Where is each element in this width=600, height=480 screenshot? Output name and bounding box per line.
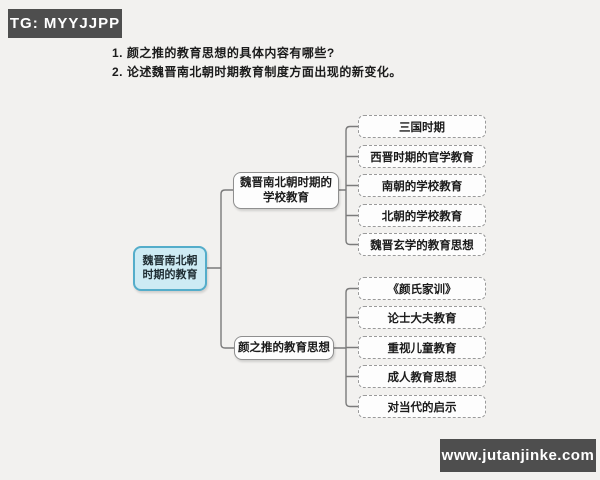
branch-node-school-education: 魏晋南北朝时期的 学校教育 [233, 172, 339, 209]
school-children-connector [338, 125, 359, 246]
website-watermark-badge: www.jutanjinke.com [440, 439, 596, 472]
branch-yan-label: 颜之推的教育思想 [238, 341, 330, 354]
branch-school-line1: 魏晋南北朝时期的 [240, 177, 332, 190]
leaf-node-weijin-xuanxue: 魏晋玄学的教育思想 [358, 233, 486, 256]
leaf-node-modern-inspiration: 对当代的启示 [358, 395, 486, 418]
root-node-line2: 时期的教育 [142, 268, 198, 281]
leaf-node-western-jin: 西晋时期的官学教育 [358, 145, 486, 168]
leaf-node-yanshi-jiaxun: 《颜氏家训》 [358, 277, 486, 300]
leaf-node-scholar-official-education: 论士大夫教育 [358, 306, 486, 329]
root-node: 魏晋南北朝 时期的教育 [133, 246, 207, 291]
question-item-2: 2. 论述魏晋南北朝时期教育制度方面出现的新变化。 [112, 65, 402, 79]
leaf-node-southern-dynasty: 南朝的学校教育 [358, 174, 486, 197]
leaf-node-northern-dynasty: 北朝的学校教育 [358, 204, 486, 227]
website-watermark-text: www.jutanjinke.com [441, 447, 595, 464]
yan-children-connector [333, 287, 359, 408]
telegram-watermark-text: TG: MYYJJPP [9, 15, 121, 32]
question-item-1: 1. 颜之推的教育思想的具体内容有哪些? [112, 46, 335, 60]
telegram-watermark-badge: TG: MYYJJPP [8, 9, 122, 38]
leaf-node-child-education: 重视儿童教育 [358, 336, 486, 359]
leaf-node-adult-education: 成人教育思想 [358, 365, 486, 388]
leaf-node-three-kingdoms: 三国时期 [358, 115, 486, 138]
branch-school-line2: 学校教育 [263, 191, 309, 204]
branch-node-yanzhitui-thought: 颜之推的教育思想 [234, 336, 334, 360]
question-list: 1. 颜之推的教育思想的具体内容有哪些? 2. 论述魏晋南北朝时期教育制度方面出… [112, 44, 402, 82]
root-branch-connector [206, 189, 235, 349]
root-node-line1: 魏晋南北朝 [142, 254, 198, 267]
